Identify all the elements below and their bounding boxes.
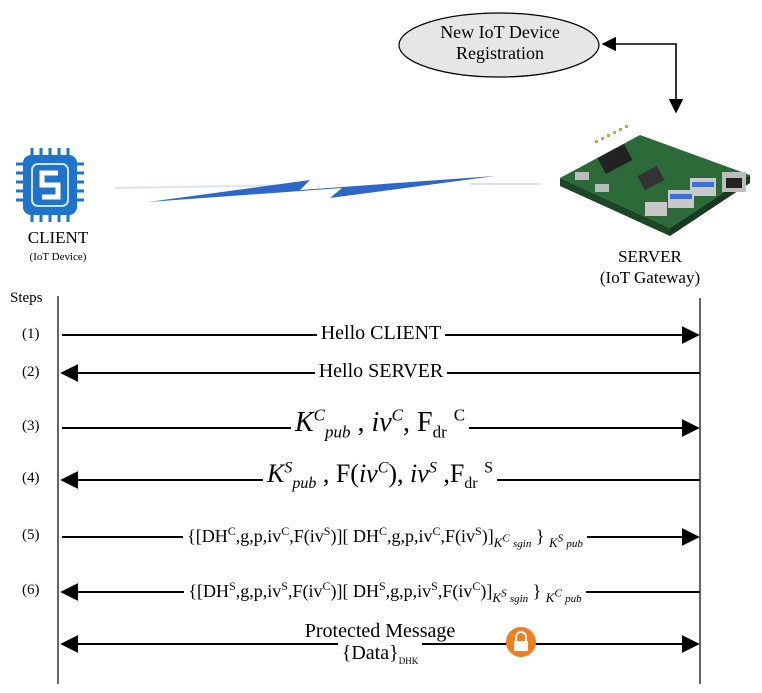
message-3-wrap: KCpub , ivC, Fdr C	[230, 406, 530, 443]
message-5-wrap: {[DHC,g,p,ivC,F(ivS)][ DHC,g,p,ivC,F(ivS…	[125, 524, 645, 551]
step-number: (5)	[22, 527, 40, 543]
protected-message-data: {Data}DHK	[280, 642, 480, 666]
message-2: Hello SERVER	[314, 360, 448, 382]
message-1: Hello CLIENT	[316, 322, 446, 344]
registration-connector	[601, 36, 684, 114]
lock-icon	[506, 627, 536, 657]
message-3: KCpub , ivC, Fdr C	[290, 406, 470, 442]
client-title: CLIENT	[27, 228, 89, 247]
protected-message-title: Protected Message	[300, 620, 460, 642]
step-number: (4)	[22, 470, 40, 486]
chip-icon	[16, 148, 84, 222]
message-6-wrap: {[DHS,g,p,ivS,F(ivC)][ DHS,g,p,ivS,F(ivC…	[125, 579, 645, 606]
registration-line-1: New IoT Device	[440, 22, 560, 42]
message-6: {[DHS,g,p,ivS,F(ivC)][ DHS,g,p,ivS,F(ivC…	[184, 579, 586, 605]
message-5: {[DHC,g,p,ivC,F(ivS)][ DHC,g,p,ivC,F(ivS…	[183, 524, 587, 550]
link-line-left	[114, 184, 301, 189]
server-label: SERVER (IoT Gateway)	[570, 246, 730, 288]
step-number: (6)	[22, 582, 40, 598]
message-2-wrap: Hello SERVER	[250, 360, 512, 383]
client-label: CLIENT (IoT Device)	[8, 228, 108, 263]
step-number: (2)	[22, 364, 40, 380]
step-number: (1)	[22, 326, 40, 342]
steps-label: Steps	[10, 290, 43, 306]
message-1-wrap: Hello CLIENT	[250, 322, 512, 345]
client-subtitle: (IoT Device)	[29, 251, 87, 263]
server-title: SERVER	[618, 247, 682, 266]
registration-line-2: Registration	[456, 43, 544, 63]
lightning-bolt-icon	[148, 176, 495, 202]
registration-ellipse	[398, 12, 600, 78]
server-subtitle: (IoT Gateway)	[599, 268, 701, 287]
raspberry-pi-board	[560, 125, 750, 236]
message-4-wrap: KSpub , F(ivC), ivS ,Fdr S	[205, 459, 555, 493]
registration-label: New IoT Device Registration	[405, 22, 595, 64]
step-number: (3)	[22, 418, 40, 434]
protected-message: Protected Message {Data}DHK	[280, 620, 480, 666]
message-4: KSpub , F(ivC), ivS ,Fdr S	[262, 459, 498, 492]
